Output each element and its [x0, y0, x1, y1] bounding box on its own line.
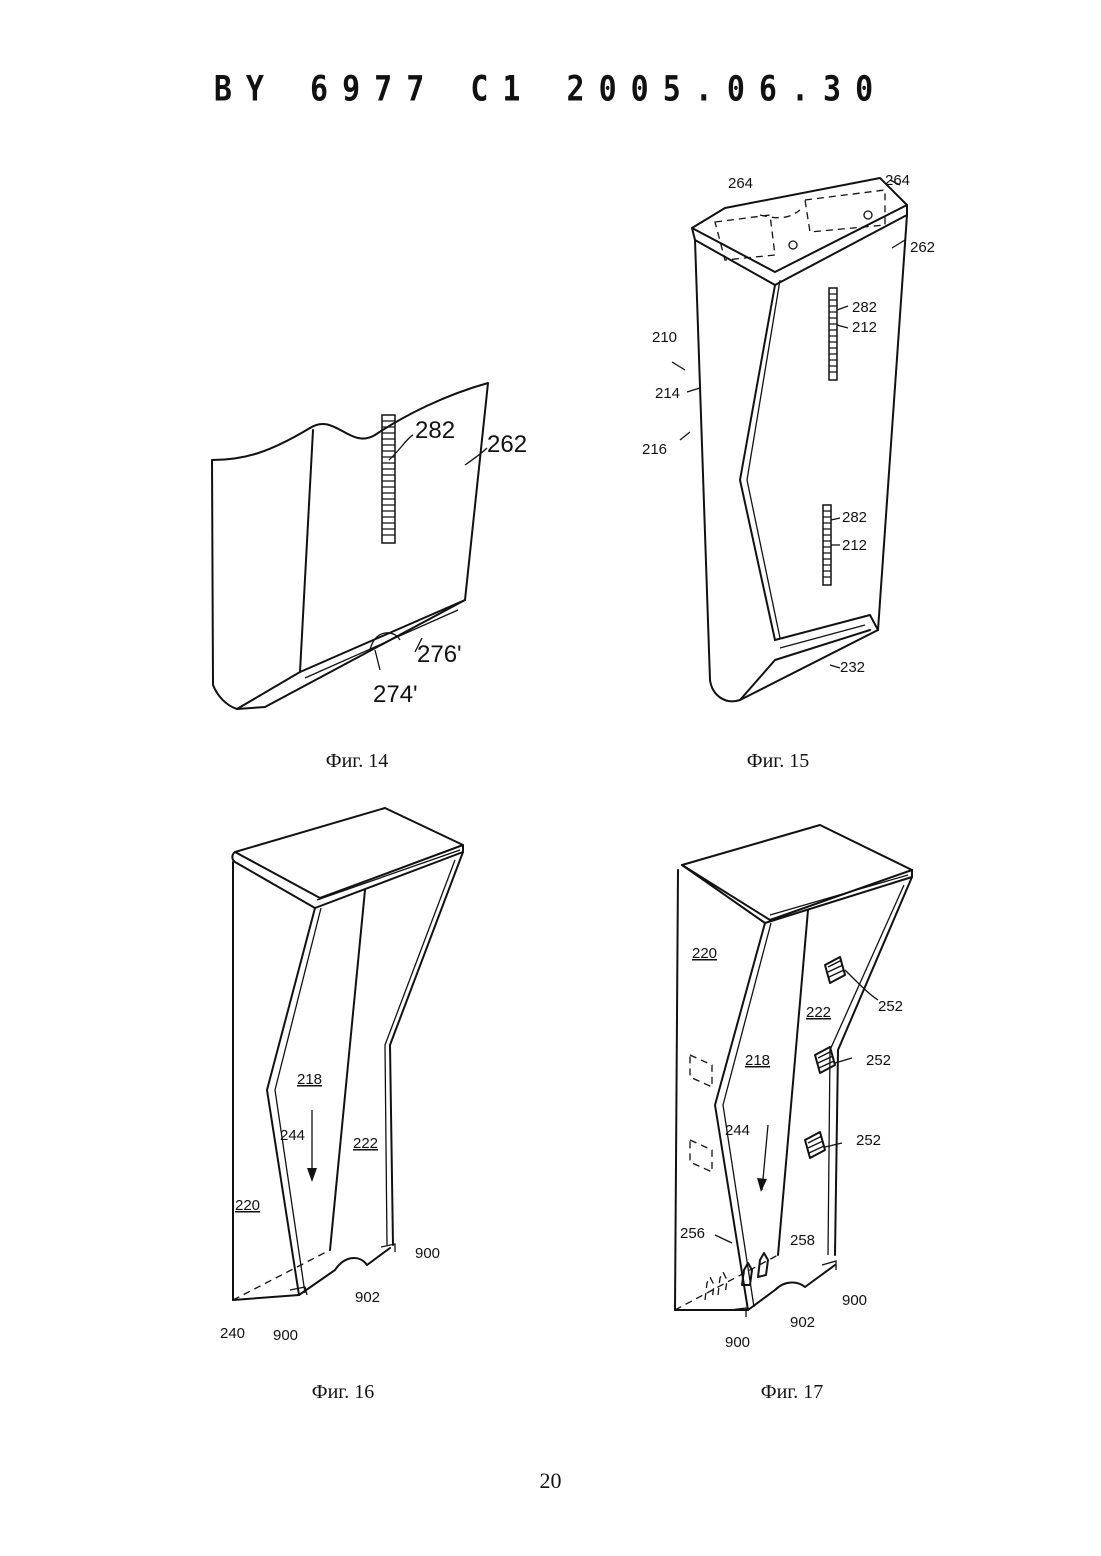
label-282: 282	[415, 417, 455, 444]
label-220: 220	[235, 1197, 260, 1214]
document-header: BY 6977 C1 2005.06.30	[0, 69, 1101, 109]
label-244: 244	[280, 1127, 305, 1144]
figure-15-drawing: 264 264 262 282 212 210 214 216 282 212 …	[630, 160, 960, 725]
label-218: 218	[297, 1071, 322, 1088]
label-232: 232	[840, 659, 865, 676]
label-258: 258	[790, 1232, 815, 1249]
label-264-right: 264	[885, 172, 910, 189]
label-218: 218	[745, 1052, 770, 1069]
label-900-right: 900	[415, 1245, 440, 1262]
label-900-left: 900	[273, 1327, 298, 1344]
label-252-middle: 252	[866, 1052, 891, 1069]
label-274-prime: 274'	[373, 681, 418, 708]
label-216: 216	[642, 441, 667, 458]
label-262: 262	[487, 431, 527, 458]
label-900-right: 900	[842, 1292, 867, 1309]
figure-14-drawing: 282 262 276' 274'	[175, 360, 555, 730]
figure-17-caption: Фиг. 17	[692, 1381, 892, 1404]
label-264-left: 264	[728, 175, 753, 192]
label-220: 220	[692, 945, 717, 962]
label-282-upper: 282	[852, 299, 877, 316]
label-256: 256	[680, 1225, 705, 1242]
label-902: 902	[790, 1314, 815, 1331]
label-900-left: 900	[725, 1334, 750, 1351]
label-252-upper: 252	[878, 998, 903, 1015]
figure-15-caption: Фиг. 15	[678, 750, 878, 773]
label-276-prime: 276'	[417, 641, 462, 668]
label-240: 240	[220, 1325, 245, 1342]
label-212-lower: 212	[842, 537, 867, 554]
label-252-lower: 252	[856, 1132, 881, 1149]
label-210: 210	[652, 329, 677, 346]
figure-16-caption: Фиг. 16	[243, 1381, 443, 1404]
label-222: 222	[806, 1004, 831, 1021]
label-902: 902	[355, 1289, 380, 1306]
label-214: 214	[655, 385, 680, 402]
figure-14-caption: Фиг. 14	[257, 750, 457, 773]
page-number: 20	[0, 1468, 1101, 1494]
label-282-lower: 282	[842, 509, 867, 526]
figure-17-drawing: 220 222 252 218 252 244 252 256 258 900 …	[660, 815, 950, 1355]
label-244: 244	[725, 1122, 750, 1139]
label-212-upper: 212	[852, 319, 877, 336]
label-222: 222	[353, 1135, 378, 1152]
label-262: 262	[910, 239, 935, 256]
figure-16-drawing: 218 244 222 220 900 902 240 900	[205, 800, 485, 1360]
